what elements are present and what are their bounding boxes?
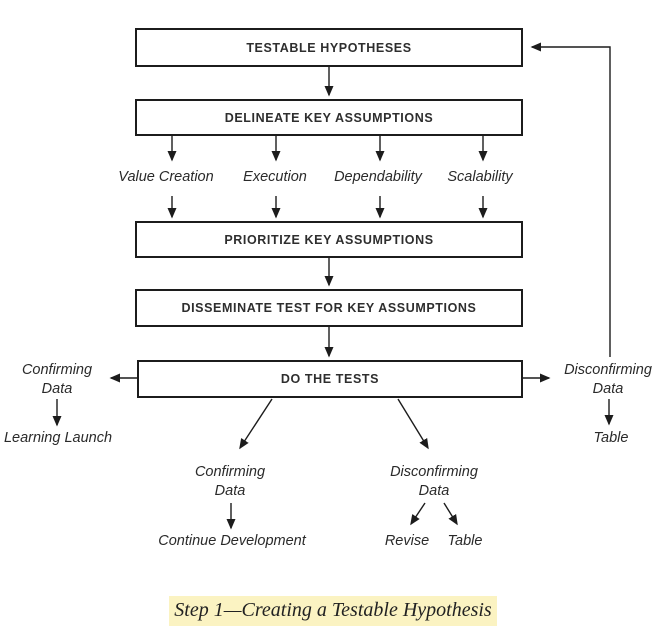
box-delineate-key-assumptions-label: DELINEATE KEY ASSUMPTIONS xyxy=(224,110,434,125)
label-disconfirming-data-right-line2: Data xyxy=(592,380,624,397)
label-disconfirming-data-bottom: Disconfirming Data xyxy=(390,463,478,500)
label-execution: Execution xyxy=(243,169,307,185)
box-prioritize-key-assumptions-label: PRIORITIZE KEY ASSUMPTIONS xyxy=(224,232,434,247)
box-do-the-tests-label: DO THE TESTS xyxy=(280,372,380,386)
label-confirming-data-left-line1: Confirming xyxy=(21,362,93,378)
label-confirming-data-left: Confirming Data xyxy=(22,361,92,398)
label-learning-launch: Learning Launch xyxy=(3,430,113,446)
label-table-right: Table xyxy=(593,430,629,446)
label-continue-development: Continue Development xyxy=(158,533,306,549)
label-disconfirming-data-bottom-line2: Data xyxy=(418,482,450,499)
box-testable-hypotheses: TESTABLE HYPOTHESES xyxy=(135,28,523,67)
box-delineate-key-assumptions: DELINEATE KEY ASSUMPTIONS xyxy=(135,99,523,136)
label-disconfirming-data-bottom-line1: Disconfirming xyxy=(390,464,478,480)
label-table-bottom: Table xyxy=(447,533,483,549)
label-disconfirming-data-right: Disconfirming Data xyxy=(564,361,652,398)
label-value-creation: Value Creation xyxy=(118,169,214,185)
label-revise: Revise xyxy=(384,533,430,549)
box-disseminate-test: DISSEMINATE TEST FOR KEY ASSUMPTIONS xyxy=(135,289,523,327)
label-disconfirming-data-right-line1: Disconfirming xyxy=(564,362,652,378)
label-confirming-data-bottom-line2: Data xyxy=(214,482,246,499)
label-confirming-data-bottom: Confirming Data xyxy=(195,463,265,500)
caption-row: Step 1—Creating a Testable Hypothesis xyxy=(0,596,666,626)
box-disseminate-test-label: DISSEMINATE TEST FOR KEY ASSUMPTIONS xyxy=(181,301,477,315)
box-do-the-tests: DO THE TESTS xyxy=(137,360,523,398)
diagram-caption: Step 1—Creating a Testable Hypothesis xyxy=(169,596,497,626)
label-scalability: Scalability xyxy=(447,169,513,185)
label-dependability: Dependability xyxy=(334,169,422,185)
box-testable-hypotheses-label: TESTABLE HYPOTHESES xyxy=(246,40,412,55)
label-confirming-data-bottom-line1: Confirming xyxy=(194,464,266,480)
label-confirming-data-left-line2: Data xyxy=(41,380,73,397)
box-prioritize-key-assumptions: PRIORITIZE KEY ASSUMPTIONS xyxy=(135,221,523,258)
